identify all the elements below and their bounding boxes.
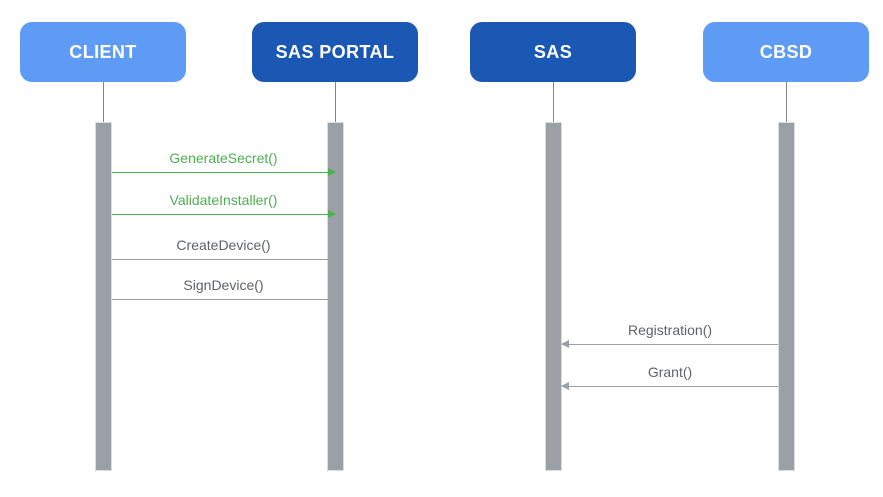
activation-bar-sas: [545, 122, 562, 471]
participant-box-sas[interactable]: SAS: [470, 22, 636, 82]
lifeline-sas-portal: [335, 82, 336, 122]
participant-label-sas: SAS: [533, 42, 573, 62]
message-line-registration: [562, 344, 778, 345]
message-line-grant: [562, 386, 778, 387]
arrowhead-right-icon: [328, 255, 336, 263]
message-label-validate-installer: ValidateInstaller(): [169, 192, 278, 208]
message-label-generate-secret: GenerateSecret(): [169, 150, 278, 166]
message-line-generate-secret: [112, 172, 335, 173]
activation-bar-client: [95, 122, 112, 471]
message-label-create-device: CreateDevice(): [176, 237, 271, 253]
message-line-create-device: [112, 259, 335, 260]
message-line-sign-device: [112, 299, 335, 300]
arrowhead-left-icon: [561, 382, 569, 390]
participant-label-sas-portal: SAS PORTAL: [275, 42, 395, 62]
message-label-registration: Registration(): [627, 322, 713, 338]
participant-box-client[interactable]: CLIENT: [20, 22, 186, 82]
arrowhead-right-icon: [328, 295, 336, 303]
participant-box-sas-portal[interactable]: SAS PORTAL: [252, 22, 418, 82]
lifeline-sas: [553, 82, 554, 122]
message-label-grant: Grant(): [647, 364, 693, 380]
activation-bar-cbsd: [778, 122, 795, 471]
participant-box-cbsd[interactable]: CBSD: [703, 22, 869, 82]
participant-label-client: CLIENT: [69, 42, 137, 62]
lifeline-cbsd: [786, 82, 787, 122]
message-line-validate-installer: [112, 214, 335, 215]
arrowhead-left-icon: [561, 340, 569, 348]
arrowhead-right-icon: [328, 168, 336, 176]
arrowhead-right-icon: [328, 210, 336, 218]
lifeline-client: [103, 82, 104, 122]
message-label-sign-device: SignDevice(): [183, 277, 264, 293]
participant-label-cbsd: CBSD: [759, 42, 813, 62]
